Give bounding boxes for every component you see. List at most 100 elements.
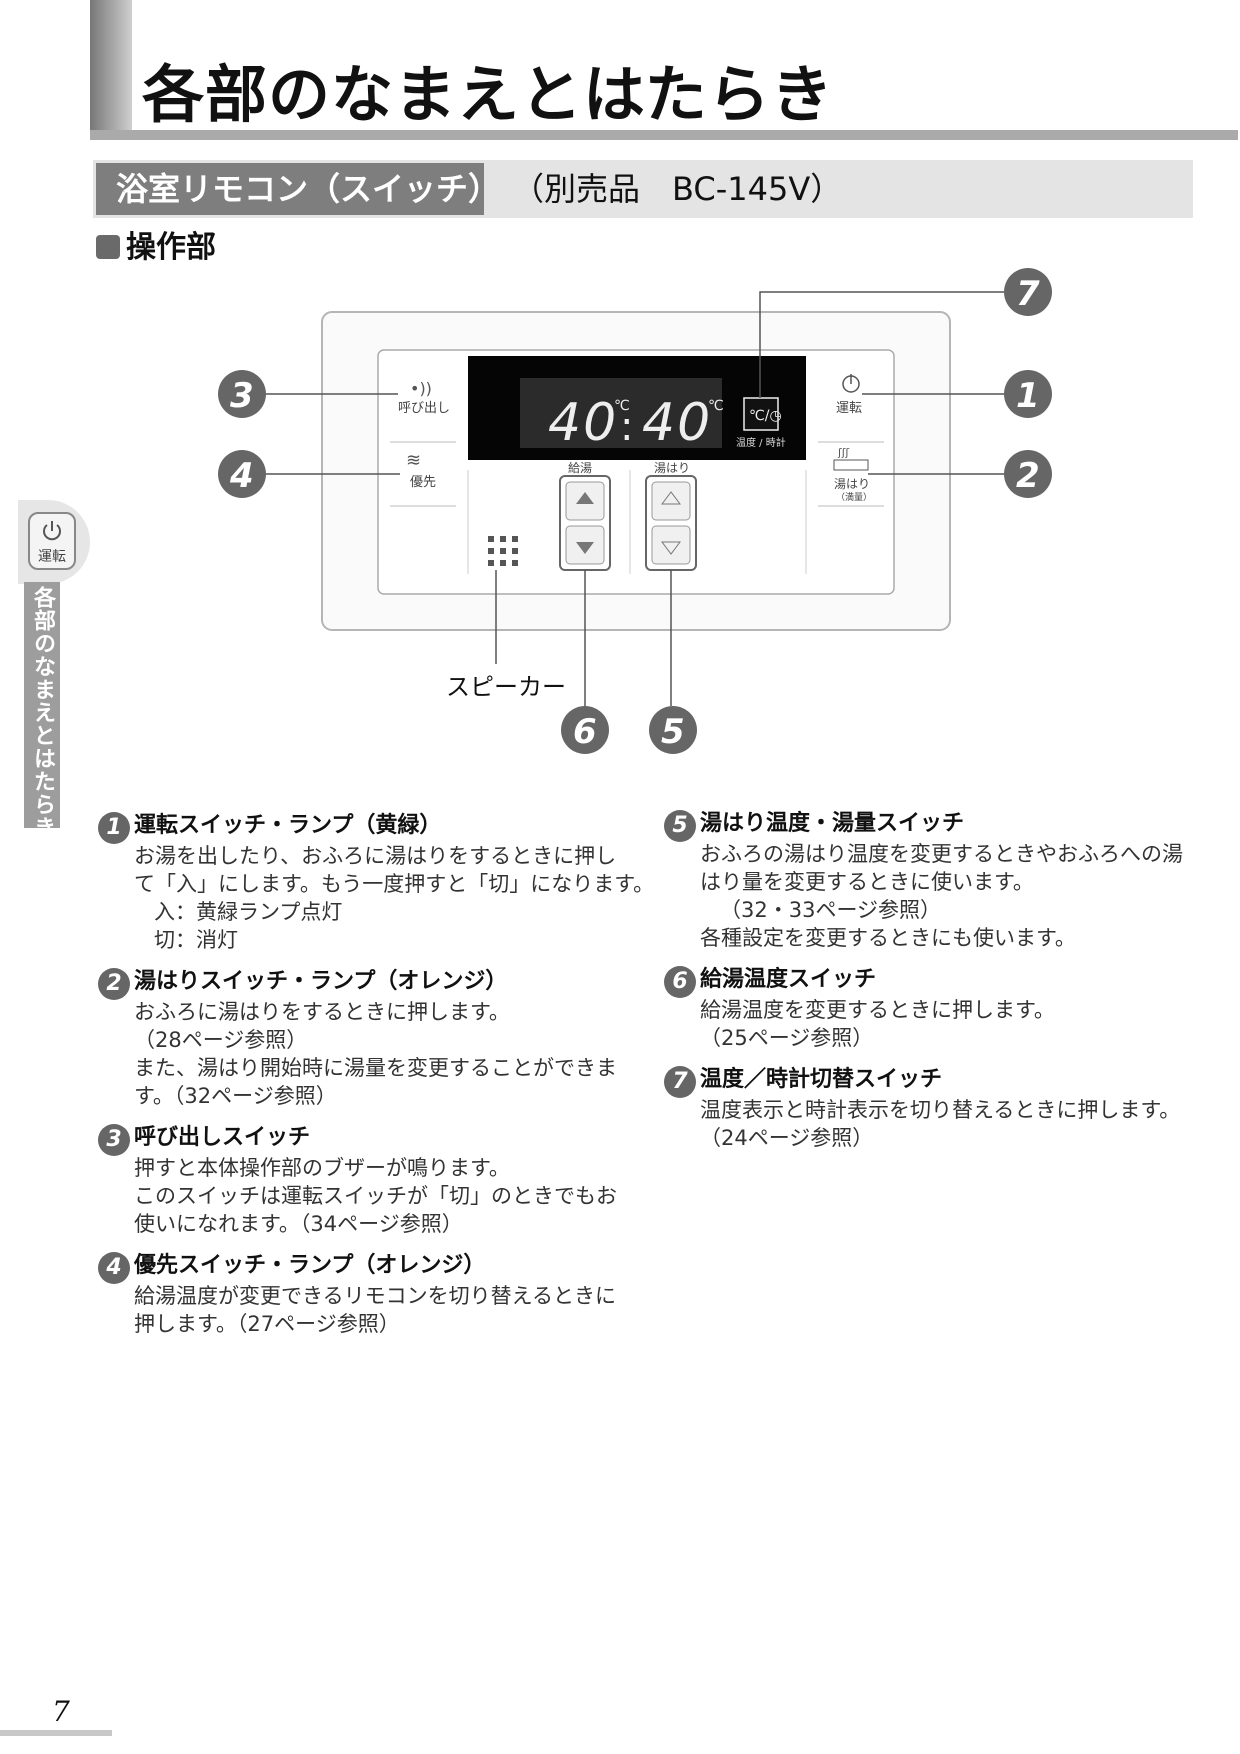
item-4-line: 給湯温度が変更できるリモコンを切り替えるときに xyxy=(134,1284,616,1308)
item-6-title: 給湯温度スイッチ xyxy=(700,967,877,992)
temp-clock-label: 温度 / 時計 xyxy=(736,436,786,449)
item-4-number: 4 xyxy=(98,1252,130,1284)
item-6: 6 給湯温度スイッチ 給湯温度を変更するときに押します。 （25ページ参照） xyxy=(664,964,1194,1052)
item-3-line: 使いになれます。（34ページ参照） xyxy=(134,1212,463,1236)
item-4: 4 優先スイッチ・ランプ（オレンジ） 給湯温度が変更できるリモコンを切り替えると… xyxy=(98,1250,628,1338)
item-5-after: 各種設定を変更するときにも使います。 xyxy=(700,926,1076,950)
subheader-model: （別売品 BC-145V） xyxy=(512,170,843,208)
item-7-line: （24ページ参照） xyxy=(700,1126,874,1150)
callout-6: 6 xyxy=(573,712,597,752)
item-2-line: （28ページ参照） xyxy=(134,1028,308,1052)
item-4-title: 優先スイッチ・ランプ（オレンジ） xyxy=(134,1253,486,1278)
fill-button-sublabel: （満量） xyxy=(836,492,872,503)
temp-clock-icon: ℃/◷ xyxy=(749,408,782,424)
power-icon xyxy=(43,521,61,541)
item-4-line: 押します。（27ページ参照） xyxy=(134,1312,400,1336)
item-2: 2 湯はりスイッチ・ランプ（オレンジ） おふろに湯はりをするときに押します。 （… xyxy=(98,966,628,1110)
item-3-number: 3 xyxy=(98,1124,130,1156)
header-underline xyxy=(90,130,1238,140)
display-left-temp: 40 xyxy=(548,393,618,453)
callout-2: 2 xyxy=(1016,456,1040,496)
item-2-line: また、湯はり開始時に湯量を変更することができま xyxy=(134,1056,617,1080)
item-3-line: 押すと本体操作部のブザーが鳴ります。 xyxy=(134,1156,510,1180)
item-7-line: 温度表示と時計表示を切り替えるときに押します。 xyxy=(700,1098,1181,1122)
section-heading: 操作部 xyxy=(96,228,216,268)
callout-5: 5 xyxy=(661,712,685,752)
item-5-body: おふろの湯はり温度を変更するときやおふろへの湯 はり量を変更するときに使います。… xyxy=(700,840,1194,952)
item-7-body: 温度表示と時計表示を切り替えるときに押します。 （24ページ参照） xyxy=(700,1096,1194,1152)
callout-7: 7 xyxy=(1016,274,1040,314)
callout-1: 1 xyxy=(1016,376,1040,416)
item-2-title: 湯はりスイッチ・ランプ（オレンジ） xyxy=(134,969,508,994)
display-left-unit: ℃ xyxy=(614,398,630,414)
side-run-button: 運転 xyxy=(28,512,76,570)
run-button-label: 運転 xyxy=(836,401,862,416)
bath-up-button xyxy=(651,481,691,521)
page-number: 7 xyxy=(52,1695,70,1728)
item-1: 1 運転スイッチ・ランプ（黄緑） お湯を出したり、おふろに湯はりをするときに押し… xyxy=(98,810,655,954)
item-4-body: 給湯温度が変更できるリモコンを切り替えるときに 押します。（27ページ参照） xyxy=(134,1282,628,1338)
callout-3: 3 xyxy=(230,376,254,416)
leader-lines xyxy=(264,291,1004,706)
display-lcd xyxy=(520,378,722,448)
item-2-line: おふろに湯はりをするときに押します。 xyxy=(134,1000,510,1024)
item-1-line: て「入」にします。もう一度押すと「切」になります。 xyxy=(134,872,655,896)
item-5-sub: （32・33ページ参照） xyxy=(720,898,942,922)
section-title: 操作部 xyxy=(126,230,216,265)
priority-button-label: 優先 xyxy=(410,475,436,490)
fill-tub-icon xyxy=(833,459,869,471)
supply-up-icon xyxy=(576,492,594,504)
callouts: 1 2 3 4 5 6 7 xyxy=(218,268,1052,754)
item-2-number: 2 xyxy=(98,968,130,1000)
fill-steam-icon: ʃʃʃ xyxy=(837,446,849,459)
item-7: 7 温度／時計切替スイッチ 温度表示と時計表示を切り替えるときに押します。 （2… xyxy=(664,1064,1194,1152)
item-2-body: おふろに湯はりをするときに押します。 （28ページ参照） また、湯はり開始時に湯… xyxy=(134,998,628,1110)
item-1-number: 1 xyxy=(98,812,130,844)
bath-down-icon xyxy=(661,541,681,555)
call-button-label: 呼び出し xyxy=(398,401,450,416)
header-accent-bar xyxy=(90,0,132,140)
item-2-line: す。（32ページ参照） xyxy=(134,1084,337,1108)
item-3-body: 押すと本体操作部のブザーが鳴ります。 このスイッチは運転スイッチが「切」のときで… xyxy=(134,1154,628,1238)
item-5-number: 5 xyxy=(664,810,696,842)
item-1-line: お湯を出したり、おふろに湯はりをするときに押し xyxy=(134,844,617,868)
item-6-body: 給湯温度を変更するときに押します。 （25ページ参照） xyxy=(700,996,1194,1052)
item-3-line: このスイッチは運転スイッチが「切」のときでもお xyxy=(134,1184,617,1208)
supply-button-label: 給湯 xyxy=(568,461,592,475)
item-5: 5 湯はり温度・湯量スイッチ おふろの湯はり温度を変更するときやおふろへの湯 は… xyxy=(664,808,1194,952)
section-square-icon xyxy=(96,235,120,259)
item-7-number: 7 xyxy=(664,1066,696,1098)
item-1-sub: 切：消灯 xyxy=(154,928,238,952)
fill-button-label: 湯はり xyxy=(834,477,870,491)
item-1-title: 運転スイッチ・ランプ（黄緑） xyxy=(134,813,442,838)
item-5-title: 湯はり温度・湯量スイッチ xyxy=(700,811,965,836)
supply-down-icon xyxy=(576,542,594,554)
display-colon: : xyxy=(620,404,633,450)
bath-down-button xyxy=(651,525,691,565)
item-6-line: 給湯温度を変更するときに押します。 xyxy=(700,998,1055,1022)
speaker-grid xyxy=(488,536,518,566)
item-6-line: （25ページ参照） xyxy=(700,1026,874,1050)
callout-4: 4 xyxy=(229,456,254,496)
subheader-label: 浴室リモコン（スイッチ） xyxy=(96,163,500,215)
remote-diagram: 40 ℃ : 40 ℃ ℃/◷ 温度 / 時計 •)) 呼び出し ≋ 優先 運転… xyxy=(218,268,1052,754)
bath-button-label: 湯はり xyxy=(654,461,690,475)
item-6-number: 6 xyxy=(664,966,696,998)
item-5-line: はり量を変更するときに使います。 xyxy=(700,870,1034,894)
speaker-label: スピーカー xyxy=(446,673,566,701)
side-tab-strip xyxy=(24,582,60,828)
priority-icon: ≋ xyxy=(406,450,421,471)
item-7-title: 温度／時計切替スイッチ xyxy=(700,1067,943,1092)
call-icon: •)) xyxy=(410,379,432,398)
item-3: 3 呼び出しスイッチ 押すと本体操作部のブザーが鳴ります。 このスイッチは運転ス… xyxy=(98,1122,628,1238)
page-number-bar xyxy=(0,1730,112,1736)
page-title: 各部のなまえとはたらき xyxy=(142,58,834,131)
display-right-temp: 40 xyxy=(642,393,712,453)
display-right-unit: ℃ xyxy=(708,398,724,414)
item-1-body: お湯を出したり、おふろに湯はりをするときに押し て「入」にします。もう一度押すと… xyxy=(134,842,655,954)
side-run-label: 運転 xyxy=(38,549,66,565)
temp-clock-button xyxy=(743,397,779,431)
item-5-line: おふろの湯はり温度を変更するときやおふろへの湯 xyxy=(700,842,1183,866)
side-tab-text: 各部のなまえとはたらき xyxy=(30,586,55,839)
bath-up-icon xyxy=(661,491,681,505)
